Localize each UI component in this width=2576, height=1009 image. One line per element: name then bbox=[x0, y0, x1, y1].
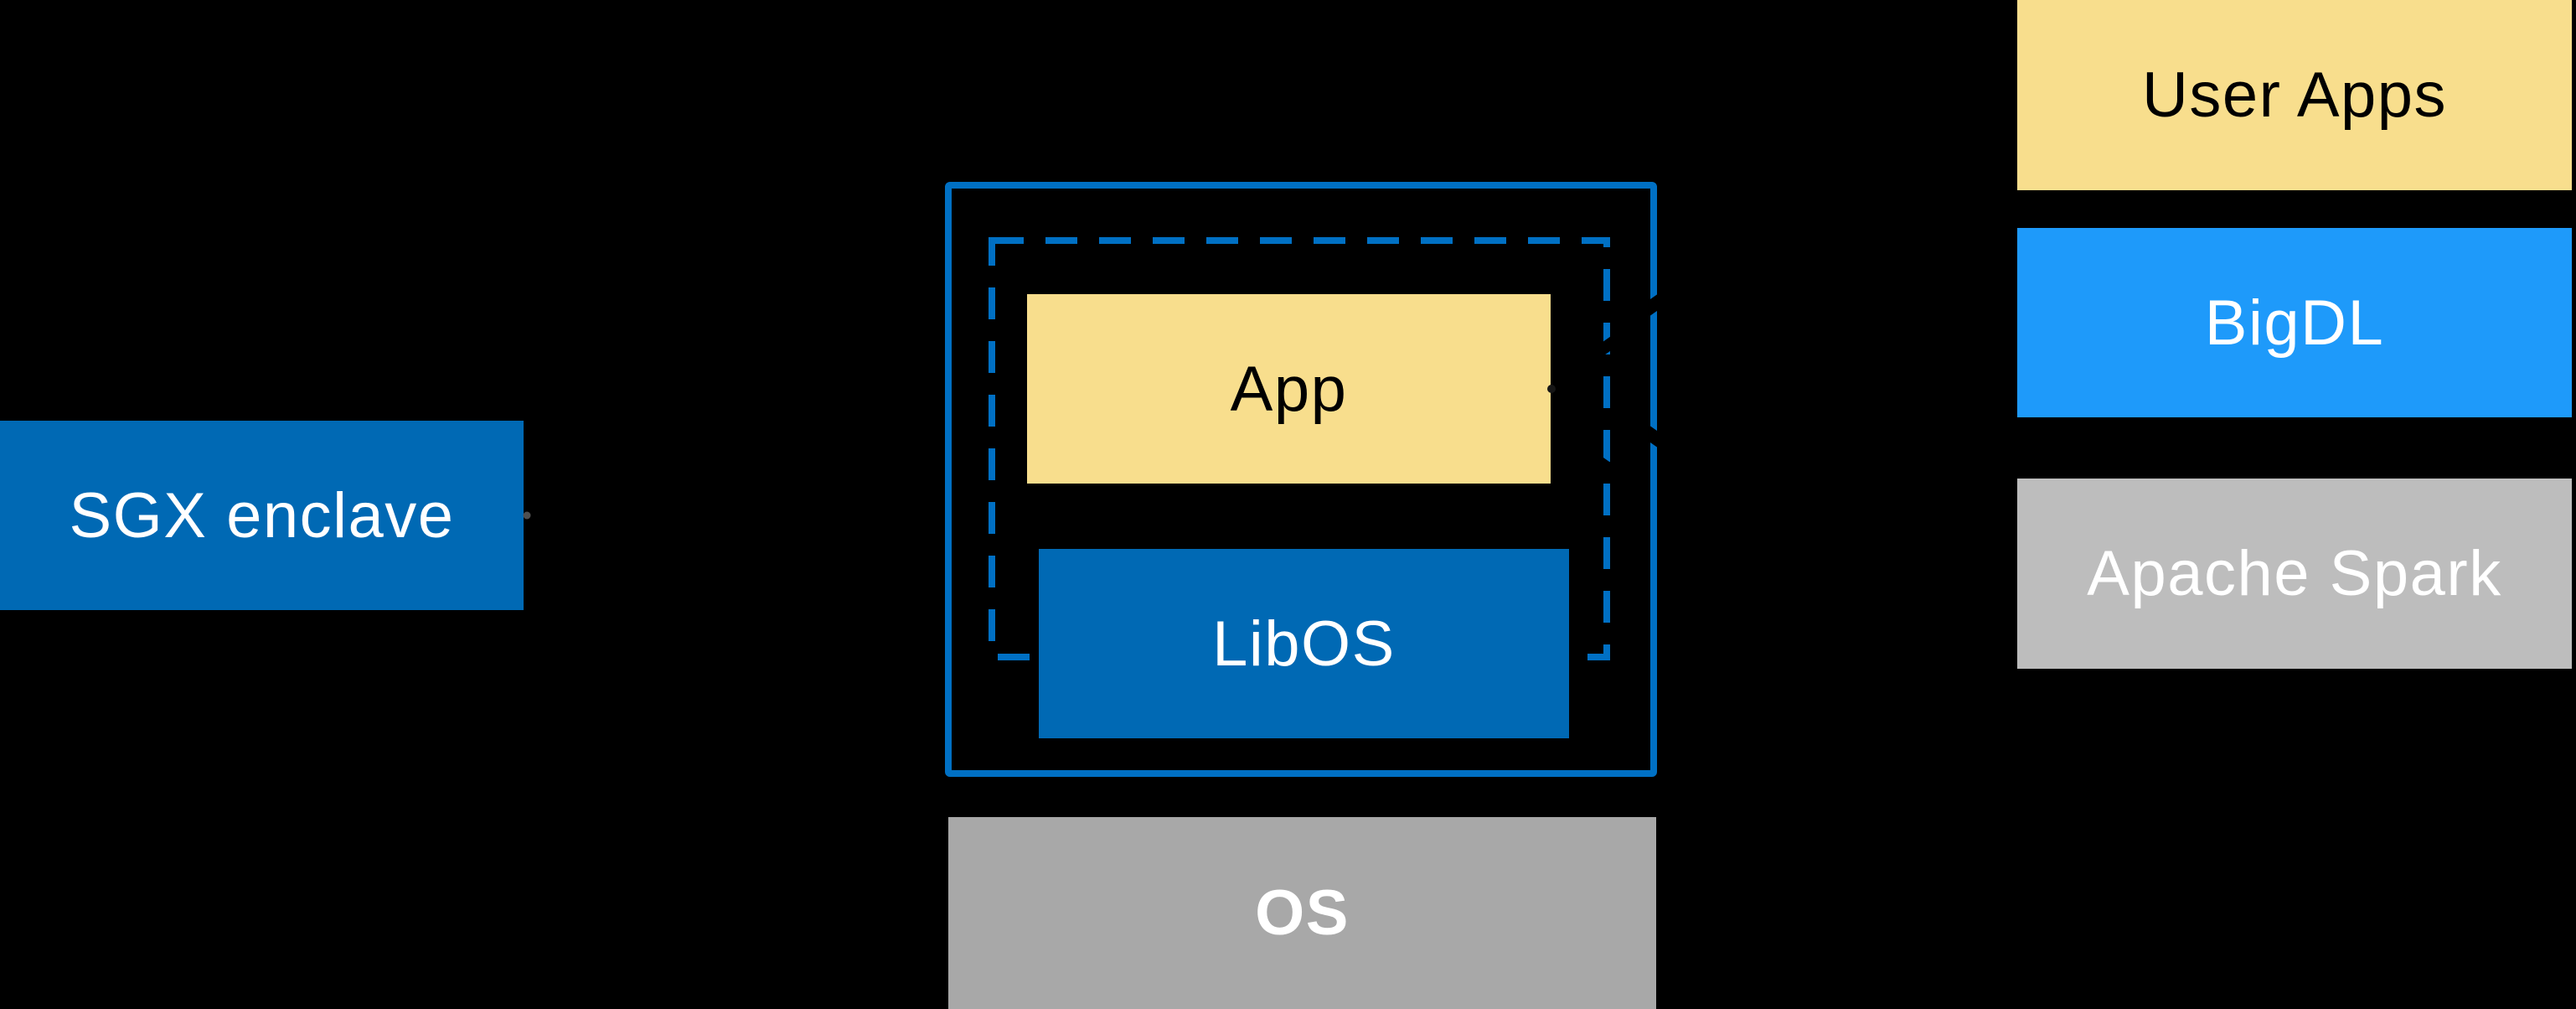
apache-spark-label: Apache Spark bbox=[2087, 538, 2502, 609]
arrow-remnant-dot-sgx bbox=[523, 511, 531, 520]
os-box: OS bbox=[948, 817, 1656, 1009]
bigdl-box: BigDL bbox=[2017, 228, 2572, 417]
os-label: OS bbox=[1255, 877, 1350, 949]
user-apps-label: User Apps bbox=[2141, 60, 2448, 131]
user-apps-box: User Apps bbox=[2017, 0, 2572, 190]
sgx-enclave-label: SGX enclave bbox=[69, 479, 455, 551]
sgx-enclave-box: SGX enclave bbox=[0, 421, 524, 610]
bigdl-label: BigDL bbox=[2204, 287, 2385, 359]
enclave-outer-border bbox=[945, 182, 1657, 777]
apache-spark-box: Apache Spark bbox=[2017, 479, 2572, 669]
